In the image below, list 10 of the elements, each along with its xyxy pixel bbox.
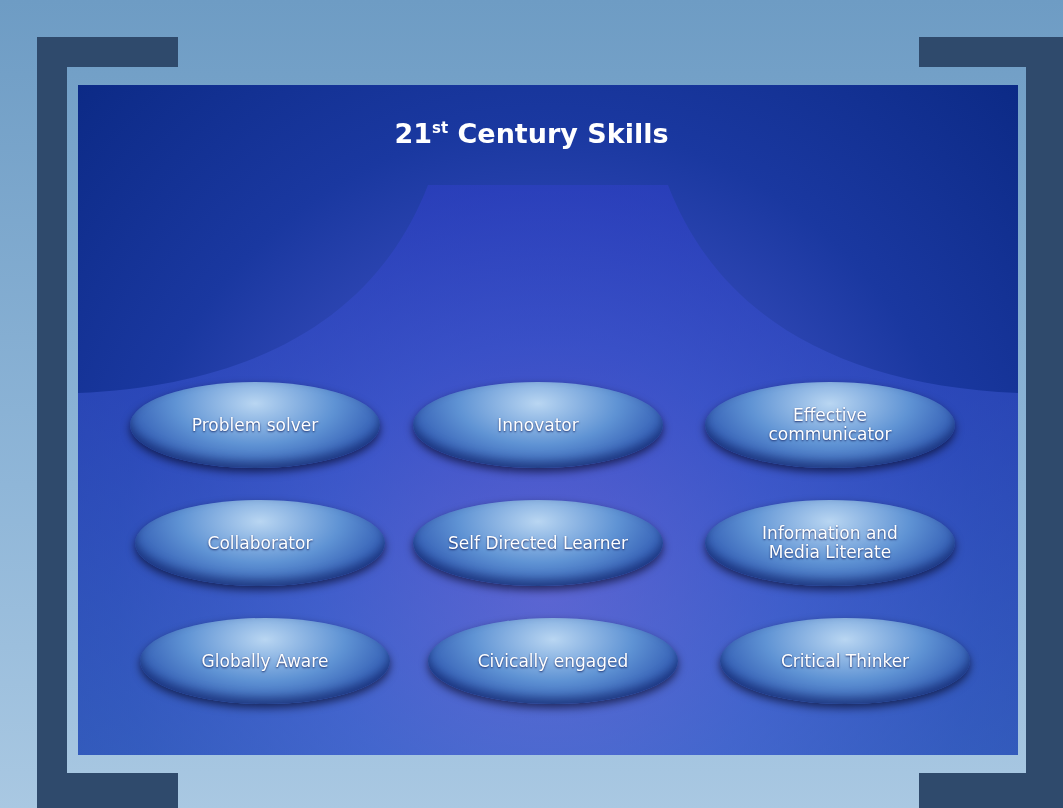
skill-label: Effective communicator — [767, 406, 893, 444]
skill-label: Globally Aware — [201, 651, 329, 671]
skill-label: Problem solver — [191, 415, 319, 435]
skill-label: Information and Media Literate — [761, 524, 899, 562]
skill-label: Collaborator — [207, 533, 313, 553]
title: 21$^{st}$ Century Skills — [394, 118, 669, 149]
skill-label: Innovator — [497, 415, 579, 435]
skill-label: Self Directed Learner — [448, 533, 628, 553]
skill-label: Critical Thinker — [780, 651, 910, 671]
skill-label: Civically engaged — [477, 651, 629, 671]
